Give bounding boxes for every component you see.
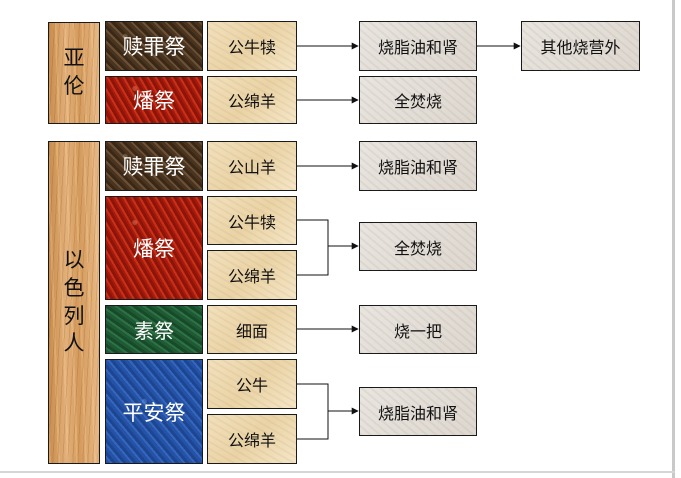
offering-sin-israel: 赎罪祭: [105, 141, 203, 191]
material-fine-flour: 细面: [207, 305, 297, 354]
animal-ram-aaron: 公绵羊: [207, 76, 297, 124]
offering-burnt-israel: 燔祭: [105, 196, 203, 300]
offering-peace-israel: 平安祭: [105, 359, 203, 464]
group-israel: 以 色 列 人: [48, 141, 100, 464]
offering-sin-aaron: 赎罪祭: [105, 21, 203, 71]
group-israel-label: 以 色 列 人: [63, 248, 85, 356]
group-aaron-label: 亚 伦: [63, 46, 85, 98]
action-burn-outside-camp: 其他烧营外: [521, 21, 640, 71]
animal-goat-israel: 公山羊: [207, 141, 297, 191]
action-burn-handful: 烧一把: [359, 305, 477, 354]
group-aaron: 亚 伦: [48, 22, 100, 124]
offering-burnt-aaron: 燔祭: [105, 76, 203, 124]
offering-grain-israel: 素祭: [105, 305, 203, 354]
action-burn-fat-kidneys-1: 烧脂油和肾: [359, 21, 477, 71]
animal-lamb-israel: 公绵羊: [207, 250, 297, 300]
animal-bull-calf-aaron: 公牛犊: [207, 21, 297, 71]
action-burn-fat-kidneys-2: 烧脂油和肾: [359, 141, 477, 191]
animal-ram-peace: 公绵羊: [207, 414, 297, 464]
frame-right-edge: [672, 0, 675, 478]
animal-ox-peace: 公牛: [207, 359, 297, 409]
frame-bottom-edge: [0, 471, 675, 473]
action-burn-whole-2: 全焚烧: [359, 222, 477, 271]
animal-calf-israel: 公牛犊: [207, 196, 297, 245]
action-burn-fat-kidneys-3: 烧脂油和肾: [359, 387, 477, 436]
bracket-burnt-israel: [297, 219, 329, 276]
bracket-peace-israel: [297, 383, 329, 440]
action-burn-whole-1: 全焚烧: [359, 76, 477, 124]
